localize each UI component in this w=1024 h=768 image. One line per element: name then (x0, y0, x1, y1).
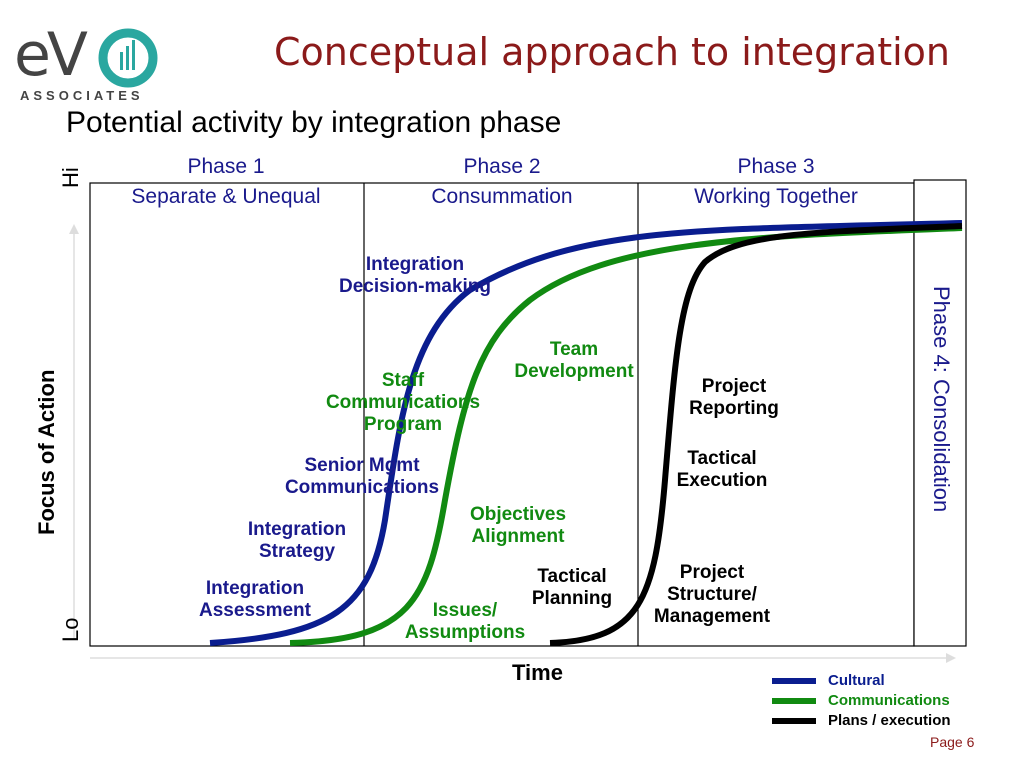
label-line: Development (514, 361, 634, 382)
legend-swatch-cultural (772, 677, 816, 684)
phase-2-name: Phase 2 (463, 155, 541, 178)
label-line: Management (653, 606, 771, 627)
x-axis-arrowhead (946, 653, 956, 663)
legend-communications: Communications (772, 692, 950, 709)
label-objectives-alignment: Objectives Alignment (438, 504, 598, 548)
x-axis-label: Time (512, 660, 563, 685)
logo-subtext: ASSOCIATES (20, 88, 144, 103)
label-line: Tactical (537, 566, 607, 587)
label-line: Alignment (471, 526, 565, 547)
label-line: Assessment (199, 600, 311, 621)
label-line: Integration (247, 519, 347, 540)
phase-1-name: Phase 1 (187, 155, 265, 178)
label-team-development: Team Development (494, 339, 654, 383)
label-line: Integration (365, 254, 465, 275)
label-staff-communications: Staff Communications Program (303, 370, 503, 436)
label-integration-decision: Integration Decision-making (315, 254, 515, 298)
label-integration-strategy: Integration Strategy (222, 519, 372, 563)
evo-logo: eV ASSOCIATES (12, 18, 172, 108)
label-line: Communications (325, 392, 481, 413)
logo-o-mark (98, 28, 158, 88)
label-line: Senior Mgmt (304, 455, 420, 476)
phase-3-header: Phase 3 Working Together (638, 152, 914, 212)
legend-label-plans: Plans / execution (828, 712, 951, 729)
label-line: Structure/ (667, 584, 757, 605)
phase-3-desc: Working Together (694, 185, 858, 208)
phase-4-box (913, 179, 967, 647)
cultural-curve (209, 220, 963, 646)
phase-1-desc: Separate & Unequal (131, 185, 321, 208)
label-line: Execution (676, 470, 768, 491)
label-senior-mgmt: Senior Mgmt Communications (262, 455, 462, 499)
label-line: Tactical (687, 448, 757, 469)
logo-wordmark: eV (14, 20, 88, 90)
legend-swatch-plans (772, 717, 816, 724)
label-line: Project (679, 562, 745, 583)
phase-1-header: Phase 1 Separate & Unequal (90, 152, 362, 212)
page-title: Conceptual approach to integration (273, 30, 950, 74)
label-project-reporting: Project Reporting (670, 376, 798, 420)
legend-swatch-communications (772, 697, 816, 704)
label-tactical-planning: Tactical Planning (512, 566, 632, 610)
label-integration-assessment: Integration Assessment (180, 578, 330, 622)
label-issues-assumptions: Issues/ Assumptions (385, 600, 545, 644)
phase-2-desc: Consummation (431, 185, 573, 208)
phase-4-label: Phase 4: Consolidation (929, 286, 954, 513)
phase-3-name: Phase 3 (737, 155, 815, 178)
label-tactical-execution: Tactical Execution (658, 448, 786, 492)
label-project-structure: Project Structure/ Management (638, 562, 786, 628)
y-axis-label: Focus of Action (34, 369, 59, 535)
plans-execution-curve (549, 223, 963, 646)
legend-label-cultural: Cultural (828, 672, 885, 689)
label-line: Integration (205, 578, 305, 599)
label-line: Assumptions (404, 622, 526, 643)
label-line: Communications (284, 477, 440, 498)
label-line: Decision-making (338, 276, 492, 297)
legend-label-communications: Communications (828, 692, 950, 709)
page-number: Page 6 (930, 734, 975, 750)
axis-lo-label: Lo (58, 617, 83, 642)
label-line: Program (363, 414, 443, 435)
label-line: Strategy (258, 541, 336, 562)
label-line: Team (549, 339, 599, 360)
label-line: Reporting (689, 398, 779, 419)
legend-plans-execution: Plans / execution (772, 712, 951, 729)
label-line: Issues/ (432, 600, 498, 621)
label-line: Staff (381, 370, 425, 391)
phase-2-header: Phase 2 Consummation (364, 152, 640, 212)
legend-cultural: Cultural (772, 672, 885, 689)
page-subtitle: Potential activity by integration phase (66, 106, 562, 139)
communications-curve (289, 225, 963, 646)
label-line: Planning (531, 588, 613, 609)
label-line: Objectives (469, 504, 567, 525)
y-axis-arrowhead (69, 224, 79, 234)
axis-hi-label: Hi (58, 167, 83, 188)
label-line: Project (701, 376, 767, 397)
